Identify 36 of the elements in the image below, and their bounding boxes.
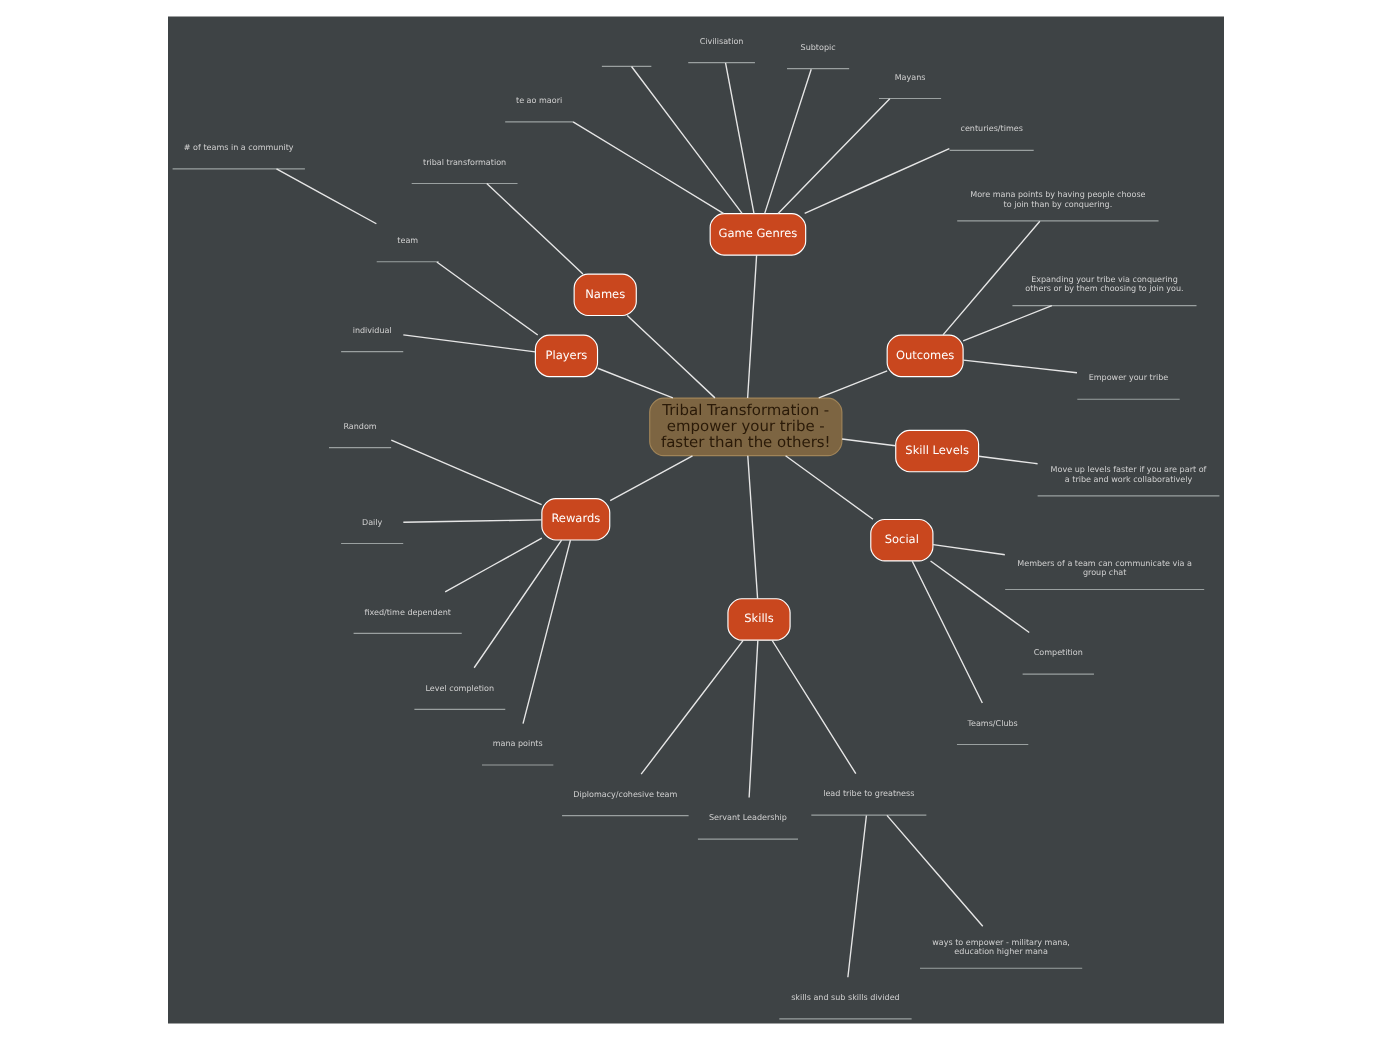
connector [436,261,539,336]
node-line [601,65,652,67]
connector [724,62,755,215]
connector [818,370,888,399]
connector [486,182,584,275]
connector [747,455,759,600]
connector [978,455,1039,465]
connector [597,367,674,399]
connector [748,639,759,799]
connector [777,98,891,215]
connector [275,168,378,225]
connector [390,439,543,506]
connector [572,121,725,215]
connector [847,814,868,978]
connector [473,539,563,669]
connector [402,334,536,353]
connector [640,639,744,775]
connector [929,560,1030,634]
connector [402,519,543,523]
connector [630,65,743,214]
connector [962,305,1053,342]
connector [444,537,543,593]
connector [784,455,874,520]
connector [803,147,951,215]
connector [886,814,984,927]
connector [764,68,812,215]
connector [932,543,1006,556]
connector [609,455,694,502]
connector [911,560,984,704]
connector [841,438,897,447]
connector [962,359,1078,374]
connector [942,220,1041,336]
connector [626,314,716,399]
connector [522,539,572,725]
connector [746,254,758,399]
connector [771,639,857,775]
